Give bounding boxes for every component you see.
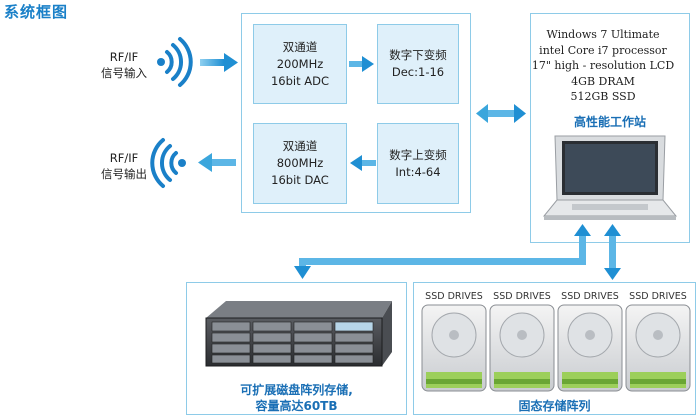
arrow-to-raid	[294, 224, 591, 279]
duc-line-2: Int:4-64	[395, 164, 441, 179]
dac-line-2: 800MHz	[276, 156, 324, 170]
ssd-drive-icon-4	[625, 304, 691, 392]
spec-os: Windows 7 Ultimate	[546, 28, 660, 41]
ddc-line-2: Dec:1-16	[391, 65, 445, 79]
workstation-specs: Windows 7 Ultimate intel Core i7 process…	[530, 27, 676, 105]
duc-box: 数字上变频 Int:4-64	[377, 123, 459, 204]
rf-output-line-1: RF/IF	[109, 151, 139, 165]
rf-input-line-1: RF/IF	[109, 50, 139, 64]
dac-line-1: 双通道	[282, 139, 318, 153]
arrow-duc-to-dac	[350, 155, 376, 171]
wireless-out-icon	[150, 138, 186, 188]
adc-line-1: 双通道	[282, 39, 318, 54]
arrow-rf-out	[198, 153, 236, 172]
raid-line-1: 可扩展磁盘阵列存储,	[240, 383, 353, 397]
duc-line-1: 数字上变频	[389, 147, 447, 162]
adc-line-2: 200MHz	[276, 56, 324, 71]
adc-line-3: 16bit ADC	[270, 73, 330, 88]
diagram-title: 系统框图	[4, 3, 69, 21]
ssd-drive-icon-1	[421, 304, 487, 392]
spec-ssd: 512GB SSD	[570, 90, 636, 103]
arrow-rf-in	[200, 53, 238, 72]
laptop-icon	[542, 135, 678, 220]
ssd-drive-label-1: SSD DRIVES	[425, 291, 483, 302]
arrow-fpga-workstation	[476, 104, 526, 123]
ssd-drive-icon-2	[489, 304, 555, 392]
spec-ram: 4GB DRAM	[571, 74, 635, 88]
spec-lcd: 17" high - resolution LCD	[531, 59, 675, 72]
rf-output-label: RF/IF 信号输出	[84, 150, 164, 182]
wireless-in-icon	[157, 37, 193, 87]
ssd-array-label: 固态存储阵列	[518, 399, 591, 413]
ssd-drive-label-3: SSD DRIVES	[561, 291, 619, 302]
spec-cpu: intel Core i7 processor	[539, 43, 667, 57]
rf-input-label: RF/IF 信号输入	[84, 49, 164, 81]
ssd-drive-icon-3	[557, 304, 623, 392]
rf-output-line-2: 信号输出	[101, 167, 147, 181]
ddc-line-1: 数字下变频	[389, 48, 447, 62]
dac-line-3: 16bit DAC	[271, 173, 329, 187]
ssd-drive-label-2: SSD DRIVES	[493, 291, 551, 302]
raid-line-2: 容量高达60TB	[255, 399, 338, 413]
arrow-to-ssd	[604, 224, 621, 280]
rf-input-line-2: 信号输入	[101, 66, 147, 80]
raid-chassis-icon	[205, 301, 392, 367]
ssd-drive-label-4: SSD DRIVES	[629, 291, 687, 302]
ddc-box: 数字下变频 Dec:1-16	[377, 24, 459, 104]
raid-label: 可扩展磁盘阵列存储, 容量高达60TB	[186, 382, 407, 414]
arrow-adc-to-ddc	[349, 56, 374, 72]
dac-box: 双通道 800MHz 16bit DAC	[253, 123, 347, 204]
workstation-label: 高性能工作站	[573, 115, 646, 129]
adc-box: 双通道 200MHz 16bit ADC	[253, 24, 347, 104]
